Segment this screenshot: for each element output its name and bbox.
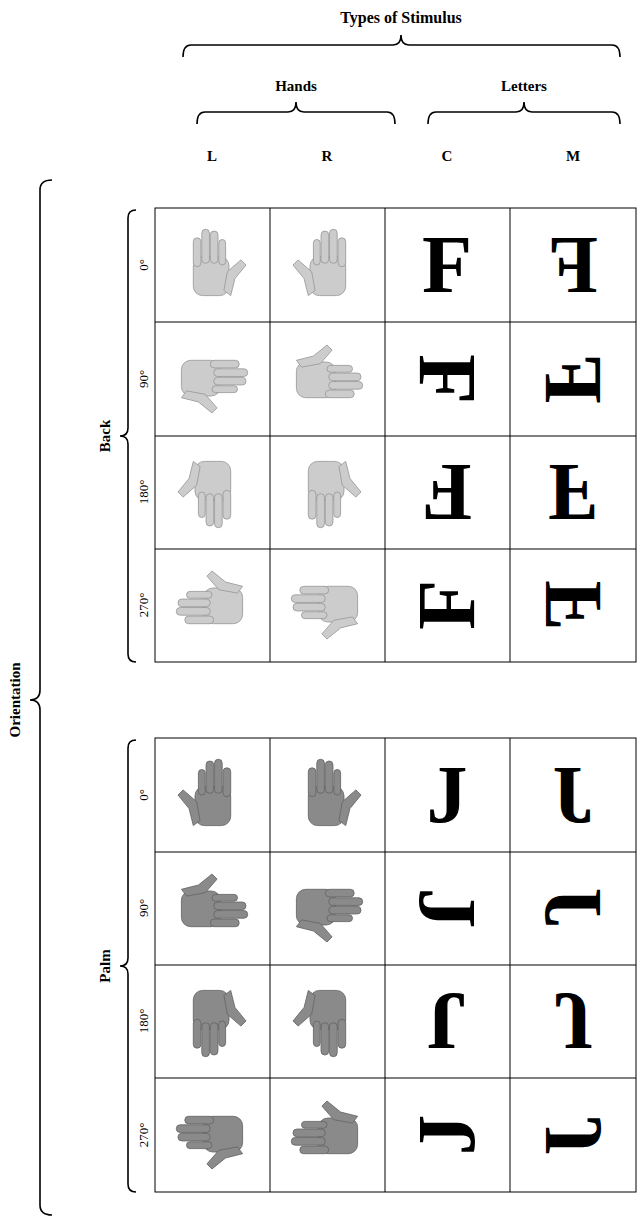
group-header: Back — [98, 420, 113, 453]
angle-label: 180° — [137, 480, 150, 505]
group-header: Palm — [98, 949, 113, 982]
angle-label: 0° — [137, 789, 150, 801]
letter-stimulus: F — [406, 354, 488, 404]
column-header: L — [207, 149, 217, 164]
letter-stimulus: F — [422, 224, 472, 306]
letter-stimulus: F — [406, 580, 488, 630]
group-header: Letters — [501, 79, 547, 94]
letter-stimulus: F — [422, 451, 472, 533]
column-header: Types of Stimulus — [340, 10, 462, 26]
letter-stimulus: J — [406, 888, 488, 929]
angle-label: 180° — [137, 1009, 150, 1034]
column-header: C — [442, 149, 453, 164]
letter-stimulus: J — [553, 754, 594, 836]
letter-stimulus: J — [532, 1115, 614, 1156]
angle-label: 0° — [137, 259, 150, 271]
grid — [155, 208, 636, 1192]
column-header: R — [322, 149, 333, 164]
column-header: M — [566, 149, 580, 164]
angle-label: 90° — [137, 899, 150, 917]
group-header: Hands — [275, 79, 317, 94]
letter-stimulus: F — [532, 580, 614, 630]
letter-stimulus: J — [427, 754, 468, 836]
letter-stimulus: J — [532, 888, 614, 929]
axis-label: Orientation — [8, 663, 23, 738]
angle-label: 270° — [137, 593, 150, 618]
letter-stimulus: J — [553, 980, 594, 1062]
letter-stimulus: F — [532, 354, 614, 404]
angle-label: 270° — [137, 1123, 150, 1148]
angle-label: 90° — [137, 370, 150, 388]
letter-stimulus: J — [427, 980, 468, 1062]
letter-stimulus: J — [406, 1115, 488, 1156]
hand-image — [176, 229, 362, 1169]
bracket — [30, 35, 620, 1215]
letter-stimulus: F — [548, 451, 598, 533]
letter-stimulus: F — [548, 224, 598, 306]
